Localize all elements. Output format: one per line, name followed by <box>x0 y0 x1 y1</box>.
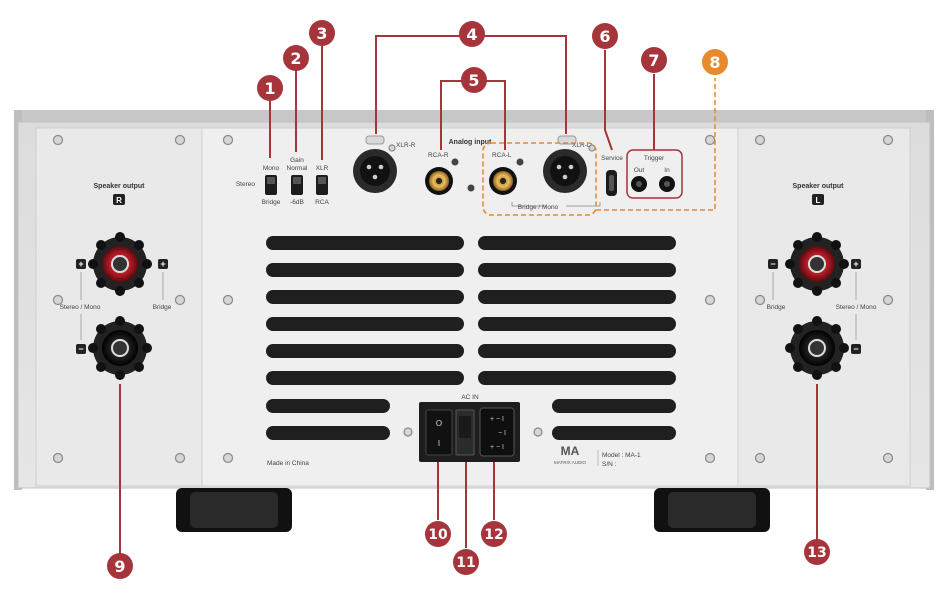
speaker-output-r-badge: R <box>116 196 122 205</box>
power-off-label: O <box>436 419 442 428</box>
ventilation-slots <box>266 236 676 440</box>
made-in-label: Made in China <box>267 460 309 467</box>
callout-badges: 1 2 3 4 5 6 7 8 9 10 11 12 13 <box>107 20 830 579</box>
serial-label: S/N : <box>602 461 617 468</box>
xlr-r-connector[interactable] <box>353 149 397 193</box>
speaker-output-l-badge: L <box>816 196 821 205</box>
trigger-out-jack[interactable] <box>631 176 647 192</box>
bridge-mono-highlight <box>482 142 597 216</box>
minus-icon: − <box>78 344 83 354</box>
plus-icon: + <box>78 259 83 269</box>
minus-icon: − <box>853 344 858 354</box>
trigger-label: Trigger <box>644 155 665 162</box>
bridge-label: Bridge <box>153 304 172 311</box>
xlr-l-label: XLR-L <box>572 142 591 149</box>
iec-power-inlet[interactable]: + − I − I + − I <box>479 407 515 457</box>
callout-1: 1 <box>264 79 275 98</box>
gain-switch-title: Gain <box>290 157 304 164</box>
mode-switch-top-label: Mono <box>263 165 280 172</box>
brand-name: MATRIX AUDIO <box>554 460 586 465</box>
bridge-label: Bridge <box>767 304 786 311</box>
callout-2: 2 <box>290 49 301 68</box>
input-switch-top-label: XLR <box>316 165 329 172</box>
speaker-output-r-title: Speaker output <box>94 183 146 190</box>
analog-input-header: Analog input <box>449 139 492 146</box>
pin-label: + − I <box>490 444 504 451</box>
rca-l-jack[interactable] <box>489 167 517 195</box>
gain-switch-top-label: Normal <box>287 165 309 172</box>
service-usb-port[interactable] <box>606 170 617 196</box>
input-select-switch[interactable] <box>316 175 328 195</box>
plus-icon: + <box>160 259 165 269</box>
pin-label: − I <box>498 430 506 437</box>
callout-3: 3 <box>316 24 327 43</box>
callout-9: 9 <box>114 557 125 576</box>
rca-r-label: RCA-R <box>428 152 449 159</box>
service-label: Service <box>601 155 623 162</box>
xlr-l-connector[interactable] <box>543 149 587 193</box>
binding-post-black-r[interactable] <box>88 316 152 380</box>
power-on-label: I <box>438 439 440 448</box>
trigger-in-jack[interactable] <box>659 176 675 192</box>
gain-switch-bottom-label: -6dB <box>290 199 304 206</box>
model-label: Model : MA-1 <box>602 452 641 459</box>
callout-13: 13 <box>807 545 826 561</box>
mode-switch[interactable] <box>265 175 277 195</box>
pin-label: + − I <box>490 416 504 423</box>
callout-7: 7 <box>648 51 659 70</box>
stereo-mono-label: Stereo / Mono <box>836 304 877 311</box>
brand-logo: MA <box>561 444 580 458</box>
trigger-in-label: In <box>664 167 670 174</box>
callout-4: 4 <box>466 25 477 44</box>
callout-12: 12 <box>484 527 503 543</box>
mode-switch-side-label: Stereo <box>236 181 256 188</box>
binding-post-red-r[interactable] <box>88 232 152 296</box>
ac-in-label: AC IN <box>461 394 479 401</box>
minus-icon: − <box>770 259 775 269</box>
callout-5: 5 <box>468 71 479 90</box>
power-switch[interactable]: O I <box>425 409 453 456</box>
callout-11: 11 <box>456 555 475 571</box>
bridge-mono-label: Bridge / Mono <box>518 204 559 211</box>
plus-icon: + <box>853 259 858 269</box>
binding-post-red-l[interactable] <box>785 232 849 296</box>
stereo-mono-label: Stereo / Mono <box>60 304 101 311</box>
speaker-output-l-title: Speaker output <box>793 183 845 190</box>
trigger-out-label: Out <box>634 167 645 174</box>
binding-post-black-l[interactable] <box>785 316 849 380</box>
screw-icons <box>52 134 894 464</box>
callout-10: 10 <box>428 527 448 543</box>
right-side-panel <box>737 127 911 487</box>
rca-l-label: RCA-L <box>492 152 512 159</box>
xlr-r-label: XLR-R <box>396 142 416 149</box>
input-switch-bottom-label: RCA <box>315 199 329 206</box>
gain-switch[interactable] <box>291 175 303 195</box>
callout-6: 6 <box>599 27 610 46</box>
chassis-top-lip <box>14 110 934 124</box>
rca-r-jack[interactable] <box>425 167 453 195</box>
fuse-drawer[interactable] <box>455 409 475 456</box>
mode-switch-bottom-label: Bridge <box>262 199 281 206</box>
callout-8: 8 <box>709 53 720 72</box>
